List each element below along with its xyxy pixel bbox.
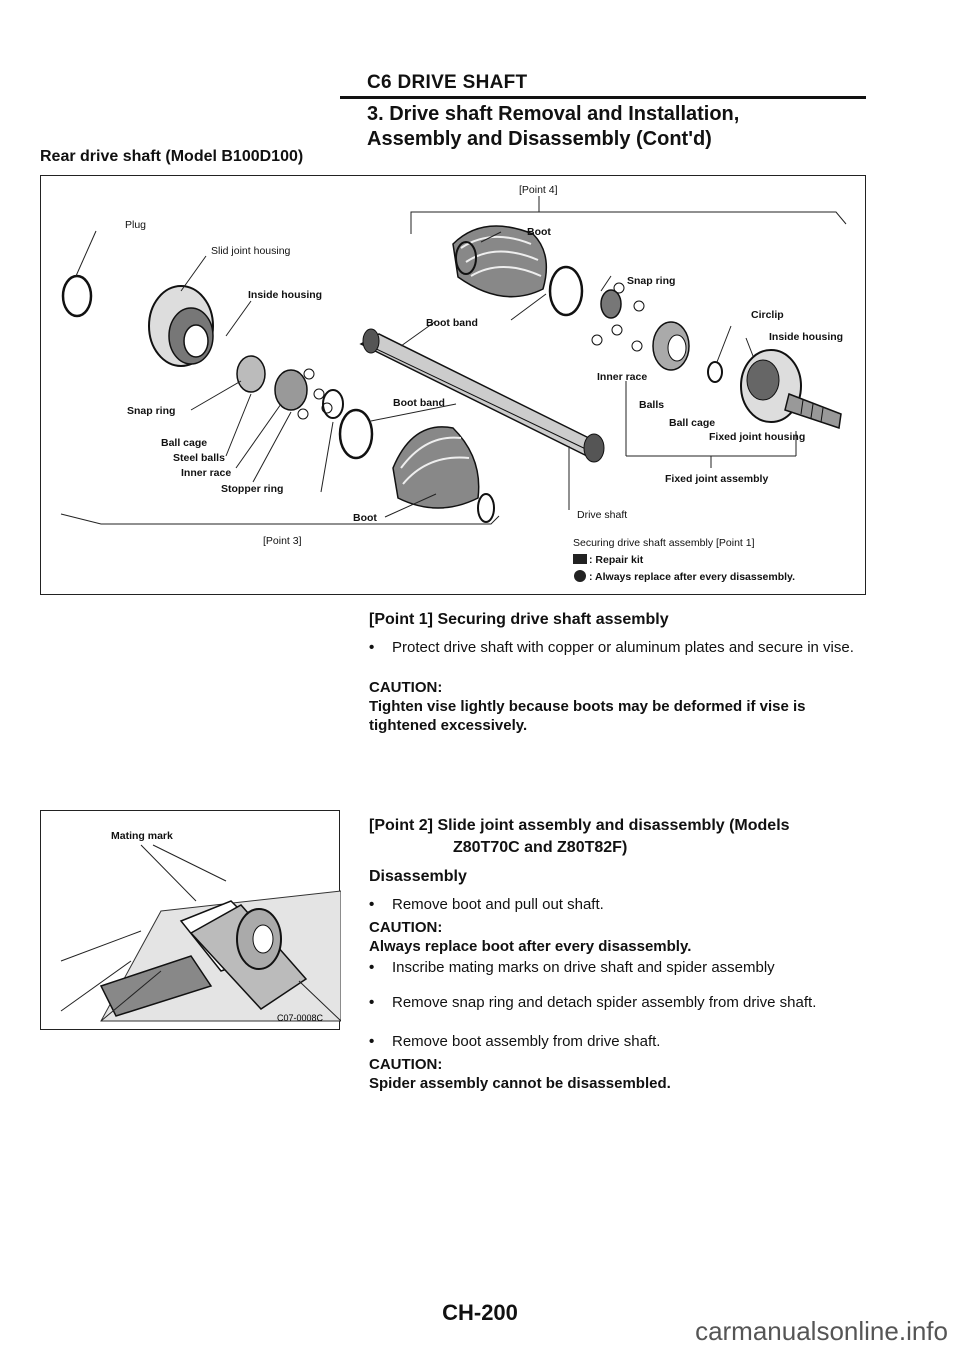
legend-caption: Securing drive shaft assembly [Point 1] — [573, 537, 755, 549]
label-boot-top: Boot — [527, 226, 551, 238]
exploded-view-figure: [Point 4] [Point 3] — [40, 175, 866, 595]
label-plug: Plug — [125, 219, 146, 231]
label-steel-balls: Steel balls — [173, 452, 225, 464]
point1-title: [Point 1] Securing drive shaft assembly — [369, 611, 669, 628]
plug-ring — [61, 274, 93, 318]
heading-line-1: 3. Drive shaft Removal and Installation, — [367, 103, 740, 125]
exploded-view-drawing: [Point 4] [Point 3] — [60, 184, 847, 583]
header-rule — [340, 96, 866, 99]
point1-caution-label: CAUTION: — [369, 679, 443, 696]
drive-shaft-shape — [359, 328, 605, 463]
spider-assembly-shape — [236, 355, 344, 420]
mating-mark-figure: Mating mark C07-0008C — [40, 810, 342, 1030]
label-boot-band-mid: Boot band — [393, 397, 445, 409]
bullet-icon: • — [369, 959, 375, 976]
boot-band-top-shape — [548, 265, 584, 317]
point2-title-line-1: [Point 2] Slide joint assembly and disas… — [369, 817, 790, 834]
label-ball-cage-right: Ball cage — [669, 417, 715, 429]
boot-bottom-shape — [392, 426, 480, 509]
label-inner-race-left: Inner race — [181, 467, 231, 479]
figure-code: C07-0008C — [277, 1013, 324, 1023]
legend-repair-kit: : Repair kit — [589, 554, 644, 566]
label-inner-race-right: Inner race — [597, 371, 647, 383]
label-boot-bottom: Boot — [353, 512, 377, 524]
label-inside-housing-right: Inside housing — [769, 331, 843, 343]
legend-always-replace: : Always replace after every disassembly… — [589, 571, 795, 583]
fixed-joint-parts-shape — [591, 282, 842, 429]
point2-caution2-label: CAUTION: — [369, 1056, 443, 1073]
label-boot-band-top: Boot band — [426, 317, 478, 329]
label-inside-housing-left: Inside housing — [248, 289, 322, 301]
boot-top-shape — [452, 225, 548, 298]
label-drive-shaft: Drive shaft — [577, 509, 627, 521]
point2-title: [Point 2] Slide joint assembly and disas… — [369, 815, 869, 859]
label-snap-ring-right: Snap ring — [627, 275, 675, 287]
label-balls: Balls — [639, 399, 664, 411]
label-point4: [Point 4] — [519, 184, 558, 196]
watermark: carmanualsonline.info — [695, 1316, 948, 1346]
point2-caution1-text: Always replace boot after every disassem… — [369, 938, 692, 955]
slide-joint-housing-shape — [148, 285, 214, 367]
repair-kit-icon — [573, 554, 587, 564]
page-number: CH-200 — [442, 1300, 518, 1325]
bullet-icon: • — [369, 994, 375, 1011]
label-stopper-ring: Stopper ring — [221, 483, 283, 495]
section-title: C6 DRIVE SHAFT — [367, 72, 528, 93]
label-mating-mark: Mating mark — [111, 830, 173, 842]
mating-mark-drawing: Mating mark C07-0008C — [60, 830, 342, 1023]
heading-line-2: Assembly and Disassembly (Cont'd) — [367, 128, 712, 150]
label-circlip: Circlip — [751, 309, 784, 321]
boot-band-mid-shape — [338, 408, 374, 460]
label-ball-cage: Ball cage — [161, 437, 207, 449]
label-fixed-joint-assembly: Fixed joint assembly — [665, 473, 768, 485]
point1-caution-text: Tighten vise lightly because boots may b… — [369, 698, 806, 734]
label-slid-joint-housing: Slid joint housing — [211, 245, 291, 257]
point2-title-line-2: Z80T70C and Z80T82F) — [453, 839, 628, 856]
label-fixed-joint-housing: Fixed joint housing — [709, 431, 805, 443]
label-point3: [Point 3] — [263, 535, 302, 547]
replace-part-icon — [574, 570, 586, 582]
bullet-icon: • — [369, 1033, 375, 1050]
label-snap-ring-left: Snap ring — [127, 405, 175, 417]
model-title: Rear drive shaft (Model B100D100) — [40, 148, 304, 165]
point2-caution2-text: Spider assembly cannot be disassembled. — [369, 1075, 671, 1092]
bullet-icon: • — [369, 639, 375, 656]
point2-caution1-label: CAUTION: — [369, 919, 443, 936]
point2-subheading: Disassembly — [369, 868, 467, 885]
bullet-icon: • — [369, 896, 375, 913]
page-heading: 3. Drive shaft Removal and Installation,… — [367, 102, 739, 152]
